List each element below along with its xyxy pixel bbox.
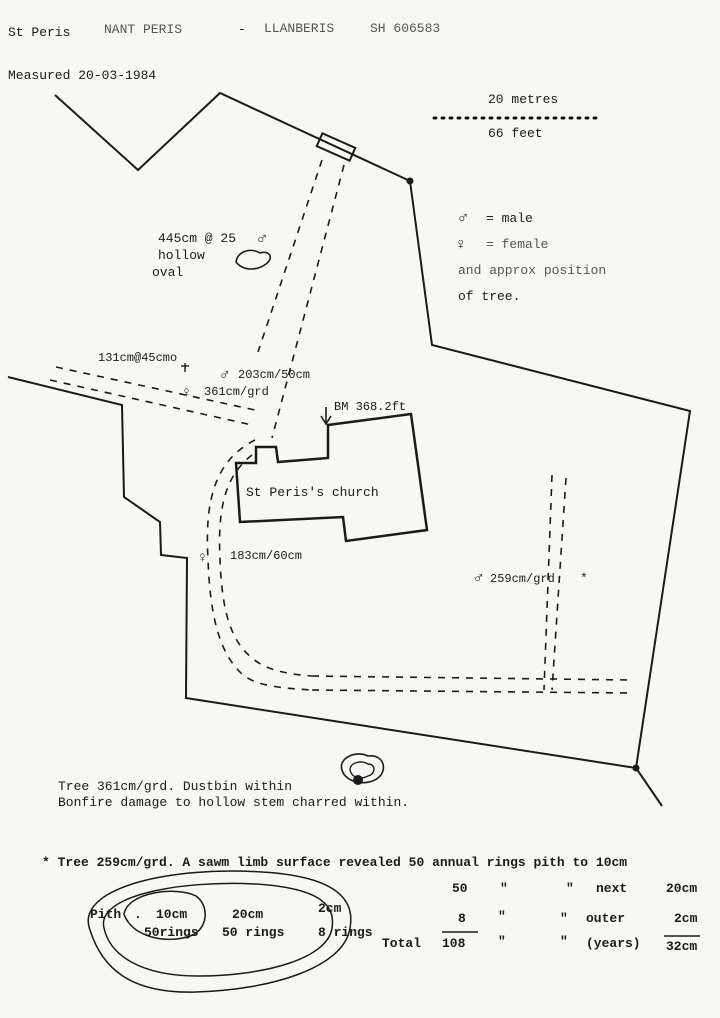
boundary-west-south (7, 376, 637, 769)
tree-259: ♂ 259cm/grd * (474, 569, 588, 587)
row3-ditto: " (498, 909, 506, 924)
male-symbol-icon: ♂ (474, 569, 484, 587)
pith-label: Pith (90, 907, 121, 922)
church-outline (234, 412, 429, 543)
gate-box (315, 131, 357, 163)
path-south-east-outer (311, 689, 631, 694)
rings-table: 50 " " next 20cm 8 " " outer 2cm Total 1… (382, 881, 700, 954)
note-tree361-line1: Tree 361cm/grd. Dustbin within (58, 779, 292, 794)
tree-203-label: 203cm/50cm (238, 368, 310, 382)
row3-dist: 2cm (674, 911, 698, 926)
ring-inner (123, 890, 206, 941)
scale-bar: 20 metres 66 feet (432, 92, 602, 141)
tree-131: 131cm@45cmo (98, 351, 189, 372)
male-symbol-icon: ♂ (220, 366, 230, 384)
bonfire-tree (340, 753, 385, 785)
female-symbol-icon: ♀ (198, 550, 207, 567)
legend-female: = female (486, 237, 548, 252)
tree-259-label: 259cm/grd (490, 572, 555, 586)
row2-ditto: " (500, 881, 508, 896)
row2-label: next (596, 881, 627, 896)
female-symbol-icon: ♀ (182, 385, 191, 402)
note-tree259-line: * Tree 259cm/grd. A sawm limb surface re… (42, 855, 627, 870)
row2-count: 50 (452, 881, 468, 896)
path-south-east-inner (311, 675, 631, 681)
tree-445-label: 445cm @ 25 (158, 231, 236, 246)
churchyard-boundary (7, 91, 692, 807)
ring-middle (102, 882, 334, 977)
scale-feet: 66 feet (488, 126, 543, 141)
benchmark-arrowhead (320, 415, 332, 426)
rings-diagram: Pith . 10cm 50rings 20cm 50 rings 2cm 8 … (87, 870, 373, 993)
header-place: NANT PERIS (104, 22, 182, 37)
row2-ditto: " (566, 881, 574, 896)
inner-cm: 10cm (156, 907, 187, 922)
row4-dist: 32cm (666, 939, 697, 954)
row4-ditto: " (498, 934, 506, 949)
row4-total-label: Total (382, 936, 421, 951)
boundary-corner-mark (406, 177, 414, 185)
tree-183: ♀ 183cm/60cm (198, 549, 302, 567)
measured-date: Measured 20-03-1984 (8, 68, 156, 83)
paths (49, 159, 631, 694)
tree-183-label: 183cm/60cm (230, 549, 302, 563)
tree-445-trunk (235, 249, 272, 270)
legend-male: = male (486, 211, 533, 226)
tree-361-label: 361cm/grd (204, 385, 269, 399)
path-west-upper (55, 366, 256, 411)
church-building: St Peris's church (234, 412, 429, 543)
tree-445: 445cm @ 25 ♂ hollow oval (152, 230, 272, 280)
legend-line4: of tree. (458, 289, 520, 304)
header-dash: - (238, 22, 246, 37)
row4-label: (years) (586, 936, 641, 951)
tree-445-oval: oval (152, 265, 183, 280)
legend-line3: and approx position (458, 263, 606, 278)
row4-ditto: " (560, 934, 568, 949)
pith-dot: . (134, 907, 142, 922)
path-north-left (257, 159, 323, 353)
mid-rings: 50 rings (222, 925, 285, 940)
outer-rings: 8 rings (318, 925, 373, 940)
boundary-corner-mark (632, 764, 640, 772)
ring-outer (87, 870, 352, 993)
path-south-inner (218, 454, 313, 677)
female-symbol-icon: ♀ (456, 236, 466, 254)
row3-ditto: " (560, 911, 568, 926)
tree-131-label: 131cm@45cmo (98, 351, 177, 365)
boundary-north-east (54, 91, 692, 807)
path-south-outer (206, 439, 313, 691)
header-town: LLANBERIS (264, 21, 334, 36)
gate (315, 131, 357, 163)
benchmark-label: BM 368.2ft (334, 400, 406, 414)
header-grid-ref: SH 606583 (370, 21, 440, 36)
path-west-lower (49, 379, 253, 426)
tree-259-star: * (580, 571, 588, 586)
dustbin-dot (353, 775, 363, 785)
header: St Peris NANT PERIS - LLANBERIS SH 60658… (8, 21, 440, 83)
tree-445-hollow: hollow (158, 248, 205, 263)
bonfire-tree-inner (349, 761, 375, 779)
tree-203: ♂ 203cm/50cm (220, 366, 310, 384)
inner-rings: 50rings (144, 925, 199, 940)
scale-metres: 20 metres (488, 92, 558, 107)
row3-label: outer (586, 911, 625, 926)
male-symbol-icon: ♂ (458, 209, 468, 228)
male-symbol-icon: ♂ (257, 230, 267, 249)
tree-361: ♀ 361cm/grd (182, 385, 269, 402)
outer-cm: 2cm (318, 901, 342, 916)
row3-count: 8 (458, 911, 466, 926)
legend: ♂ = male ♀ = female and approx position … (456, 209, 606, 304)
row4-count: 108 (442, 936, 466, 951)
note-tree361-line2: Bonfire damage to hollow stem charred wi… (58, 795, 409, 810)
benchmark: BM 368.2ft (320, 400, 406, 426)
header-site: St Peris (8, 25, 70, 40)
path-north-right (271, 164, 345, 439)
church-label: St Peris's church (246, 485, 379, 500)
row2-dist: 20cm (666, 881, 697, 896)
notes: Tree 361cm/grd. Dustbin within Bonfire d… (42, 779, 627, 870)
mid-cm: 20cm (232, 907, 263, 922)
